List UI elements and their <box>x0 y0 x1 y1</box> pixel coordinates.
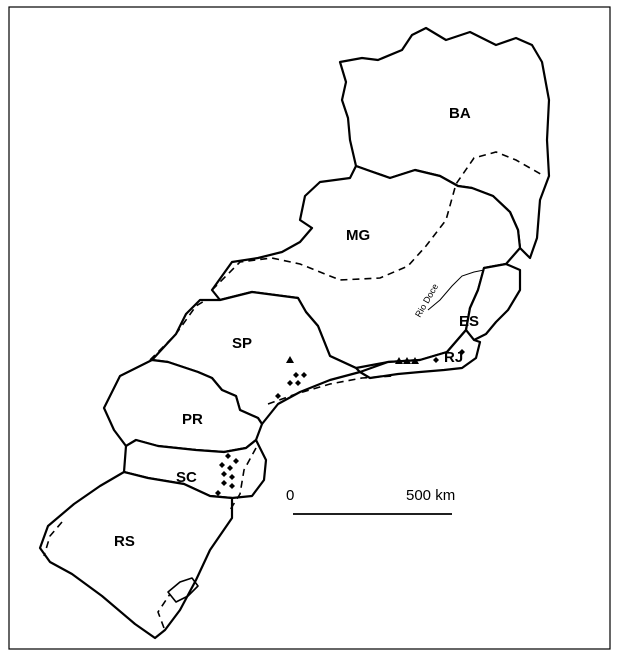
triangle-marker <box>411 357 419 364</box>
state-es <box>464 262 522 342</box>
label-es: ES <box>459 313 479 330</box>
label-ba: BA <box>449 105 471 122</box>
scale-distance-label: 500 km <box>406 487 455 504</box>
diamond-marker <box>227 465 233 471</box>
scale-zero-label: 0 <box>286 487 294 504</box>
diamond-marker <box>221 480 227 486</box>
diamond-marker <box>225 453 231 459</box>
triangle-marker <box>403 357 411 364</box>
diamond-marker <box>433 357 439 363</box>
diamond-marker <box>233 458 239 464</box>
label-rs: RS <box>114 533 135 550</box>
diamond-marker <box>275 393 281 399</box>
triangle-marker <box>395 357 403 364</box>
lagoa-dos-patos <box>167 577 199 603</box>
scale-bar: 0 500 km <box>286 487 455 515</box>
diamond-marker <box>301 372 307 378</box>
diamond-marker <box>219 462 225 468</box>
diamond-marker <box>229 483 235 489</box>
triangle-marker <box>286 356 294 363</box>
state-rs <box>38 470 234 640</box>
label-sc: SC <box>176 469 197 486</box>
diamond-marker <box>459 349 465 355</box>
dashed-boundary-rs <box>43 521 171 629</box>
label-sp: SP <box>232 335 252 352</box>
label-rj: RJ <box>444 349 463 366</box>
diamond-marker <box>287 380 293 386</box>
label-mg: MG <box>346 227 370 244</box>
diamond-marker <box>229 474 235 480</box>
label-pr: PR <box>182 411 203 428</box>
diamond-marker <box>221 471 227 477</box>
diamond-marker <box>215 490 221 496</box>
diamond-marker <box>293 372 299 378</box>
dashed-boundary-sc <box>229 447 257 511</box>
dashed-boundary-coast <box>267 375 393 405</box>
diamond-marker <box>295 380 301 386</box>
dashed-boundary-north <box>211 151 545 291</box>
dashed-boundary-sp <box>149 299 207 361</box>
rio-doce-river <box>427 269 485 311</box>
